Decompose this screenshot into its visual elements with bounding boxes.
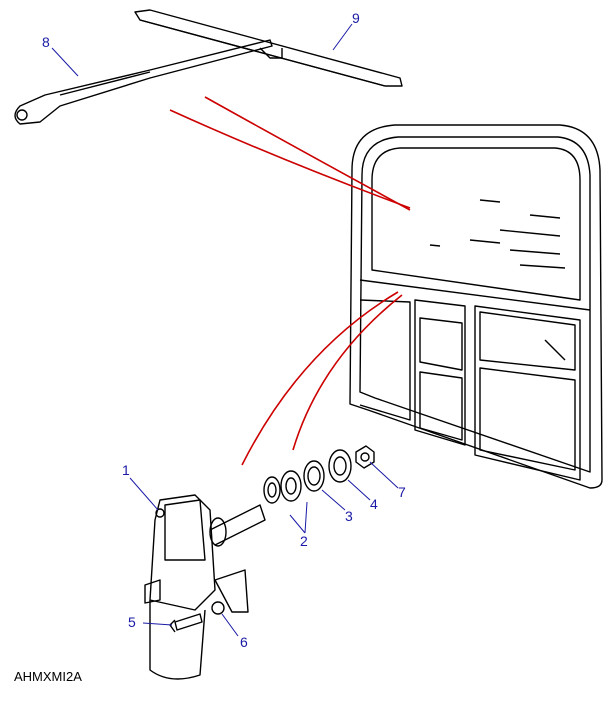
wiper-blade	[134, 9, 403, 87]
callout-9: 9	[352, 10, 360, 26]
assembly-guide-lines	[169, 96, 411, 466]
wiper-motor	[144, 494, 266, 680]
callout-6: 6	[240, 634, 248, 650]
washer	[211, 601, 225, 615]
wiper-arm	[14, 39, 273, 125]
bolt	[169, 613, 203, 633]
callout-1: 1	[122, 462, 130, 478]
reference-code: AHMXMI2A	[14, 669, 82, 684]
callout-2: 2	[300, 533, 308, 549]
callout-5: 5	[128, 614, 136, 630]
callout-3: 3	[345, 508, 353, 524]
callout-8: 8	[42, 34, 50, 50]
callout-leaders	[51, 23, 399, 637]
callout-7: 7	[398, 484, 406, 500]
callout-4: 4	[370, 496, 378, 512]
spacers-and-washers	[263, 445, 375, 504]
